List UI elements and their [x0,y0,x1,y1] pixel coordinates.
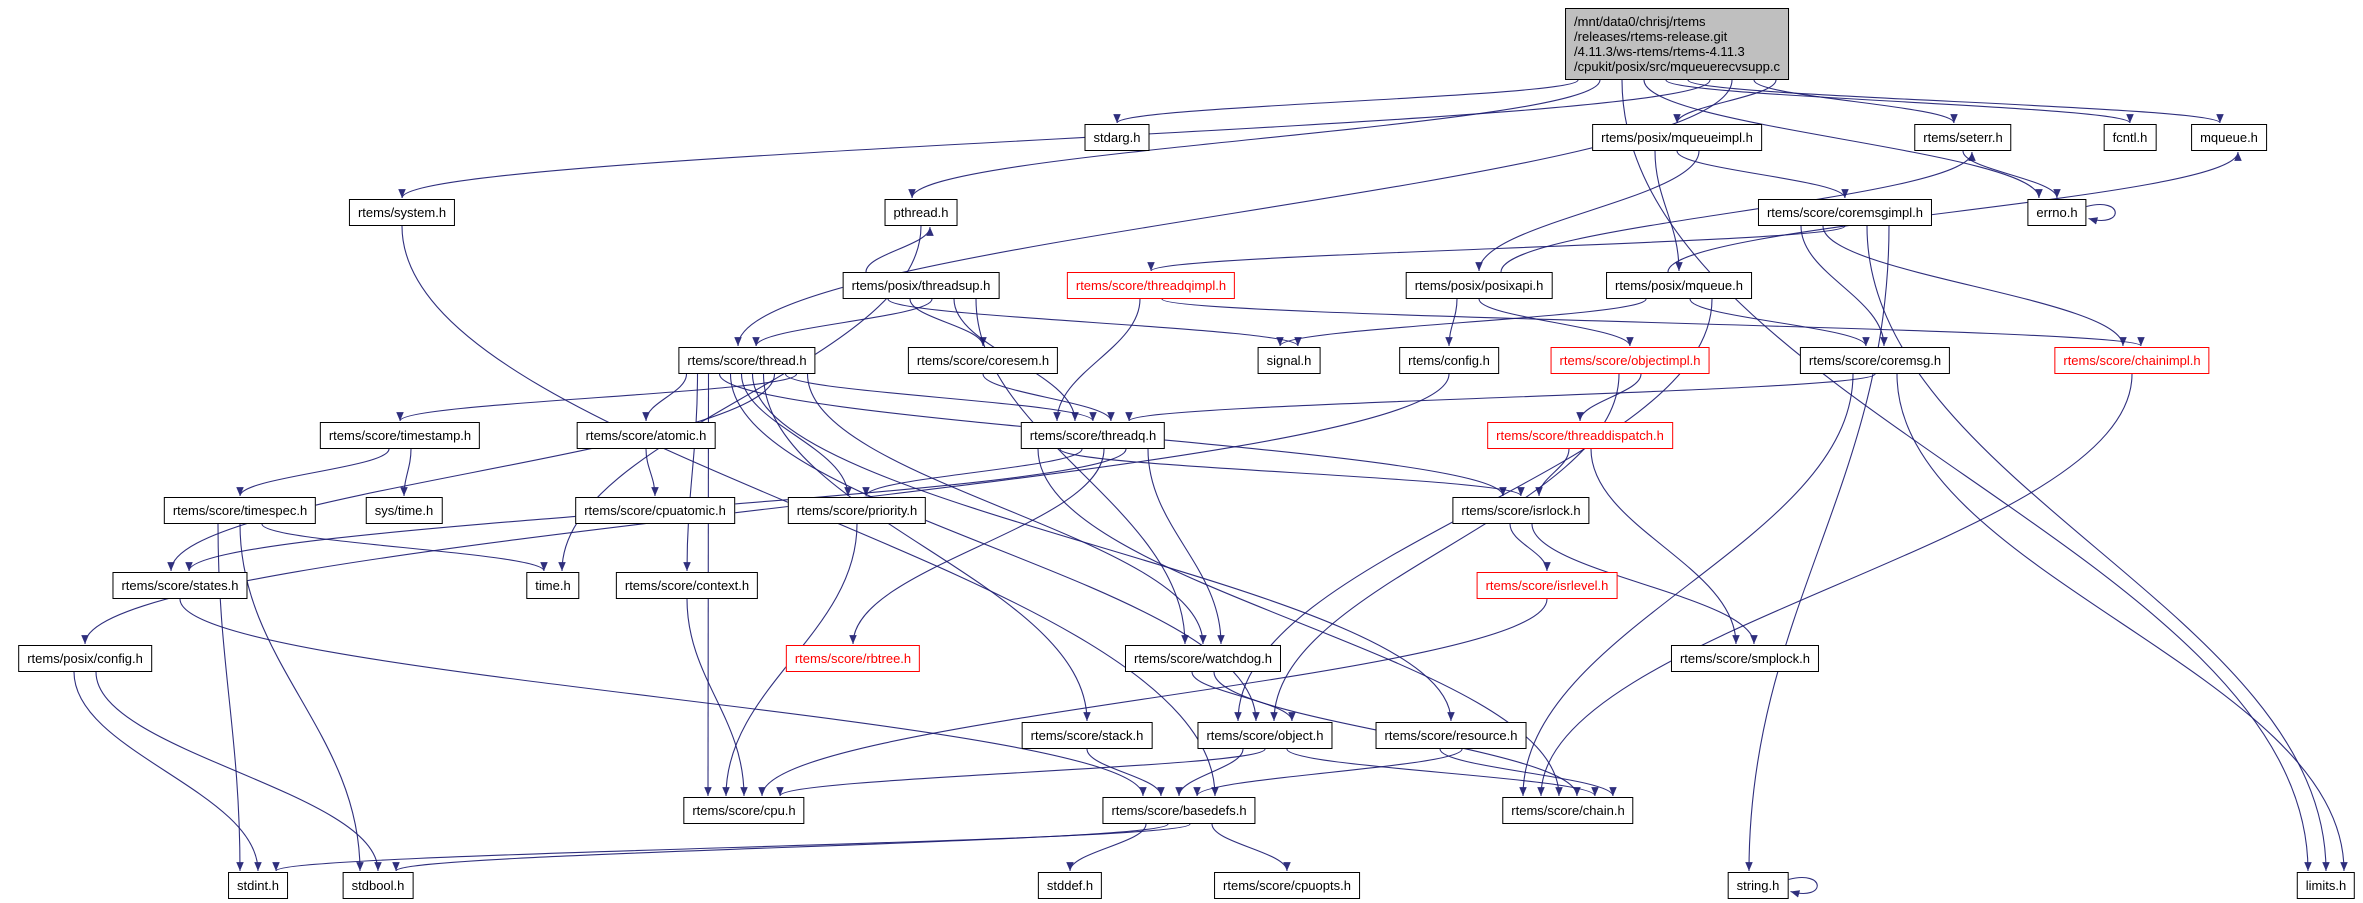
graph-node-isrlock[interactable]: rtems/score/isrlock.h [1452,497,1590,524]
graph-node-time[interactable]: time.h [526,572,580,599]
graph-node-rbtree[interactable]: rtems/score/rbtree.h [785,645,921,672]
graph-node-seterr[interactable]: rtems/seterr.h [1914,124,2012,151]
graph-node-threadsup[interactable]: rtems/posix/threadsup.h [842,272,1000,299]
graph-node-isrlevel[interactable]: rtems/score/isrlevel.h [1476,572,1618,599]
graph-node-threadqimpl[interactable]: rtems/score/threadqimpl.h [1066,272,1236,299]
graph-node-object[interactable]: rtems/score/object.h [1197,722,1333,749]
graph-node-posix_config[interactable]: rtems/posix/config.h [18,645,152,672]
graph-node-signal[interactable]: signal.h [1257,347,1321,374]
graph-node-cpuopts[interactable]: rtems/score/cpuopts.h [1214,872,1360,899]
graph-node-resource[interactable]: rtems/score/resource.h [1375,722,1527,749]
graph-node-posix_mqueue[interactable]: rtems/posix/mqueue.h [1606,272,1752,299]
graph-node-chainimpl[interactable]: rtems/score/chainimpl.h [2054,347,2210,374]
graph-node-posixapi[interactable]: rtems/posix/posixapi.h [1405,272,1553,299]
graph-node-objectimpl[interactable]: rtems/score/objectimpl.h [1550,347,1710,374]
graph-node-cpu[interactable]: rtems/score/cpu.h [683,797,805,824]
graph-node-fcntl[interactable]: fcntl.h [2103,124,2157,151]
graph-node-atomic[interactable]: rtems/score/atomic.h [576,422,716,449]
graph-node-stack[interactable]: rtems/score/stack.h [1021,722,1153,749]
graph-node-rtems_config[interactable]: rtems/config.h [1399,347,1499,374]
graph-node-mqueueimpl[interactable]: rtems/posix/mqueueimpl.h [1592,124,1762,151]
graph-node-chain[interactable]: rtems/score/chain.h [1502,797,1634,824]
graph-node-watchdog[interactable]: rtems/score/watchdog.h [1124,645,1282,672]
graph-node-smplock[interactable]: rtems/score/smplock.h [1670,645,1820,672]
graph-node-root: /mnt/data0/chrisj/rtems /releases/rtems-… [1565,8,1789,80]
graph-node-threadq[interactable]: rtems/score/threadq.h [1020,422,1166,449]
graph-node-stdint[interactable]: stdint.h [228,872,288,899]
graph-node-states[interactable]: rtems/score/states.h [112,572,248,599]
graph-node-coresem[interactable]: rtems/score/coresem.h [907,347,1059,374]
graph-node-timestamp[interactable]: rtems/score/timestamp.h [319,422,481,449]
graph-node-string[interactable]: string.h [1727,872,1789,899]
graph-node-coremsgimpl[interactable]: rtems/score/coremsgimpl.h [1757,199,1933,226]
graph-node-cpuatomic[interactable]: rtems/score/cpuatomic.h [575,497,735,524]
graph-node-stddef[interactable]: stddef.h [1037,872,1103,899]
graph-node-stdbool[interactable]: stdbool.h [342,872,414,899]
graph-node-pthread[interactable]: pthread.h [884,199,958,226]
graph-node-system[interactable]: rtems/system.h [348,199,456,226]
graph-node-sys_time[interactable]: sys/time.h [365,497,443,524]
graph-node-errno[interactable]: errno.h [2027,199,2087,226]
graph-node-stdarg[interactable]: stdarg.h [1084,124,1150,151]
graph-node-context[interactable]: rtems/score/context.h [615,572,759,599]
graph-node-basedefs[interactable]: rtems/score/basedefs.h [1102,797,1256,824]
graph-node-priority[interactable]: rtems/score/priority.h [787,497,927,524]
graph-node-mqueue[interactable]: mqueue.h [2191,124,2267,151]
graph-node-timespec[interactable]: rtems/score/timespec.h [163,497,317,524]
graph-node-limits[interactable]: limits.h [2296,872,2356,899]
graph-node-coremsg[interactable]: rtems/score/coremsg.h [1799,347,1951,374]
graph-node-threaddispatch[interactable]: rtems/score/threaddispatch.h [1487,422,1673,449]
graph-node-thread[interactable]: rtems/score/thread.h [678,347,816,374]
